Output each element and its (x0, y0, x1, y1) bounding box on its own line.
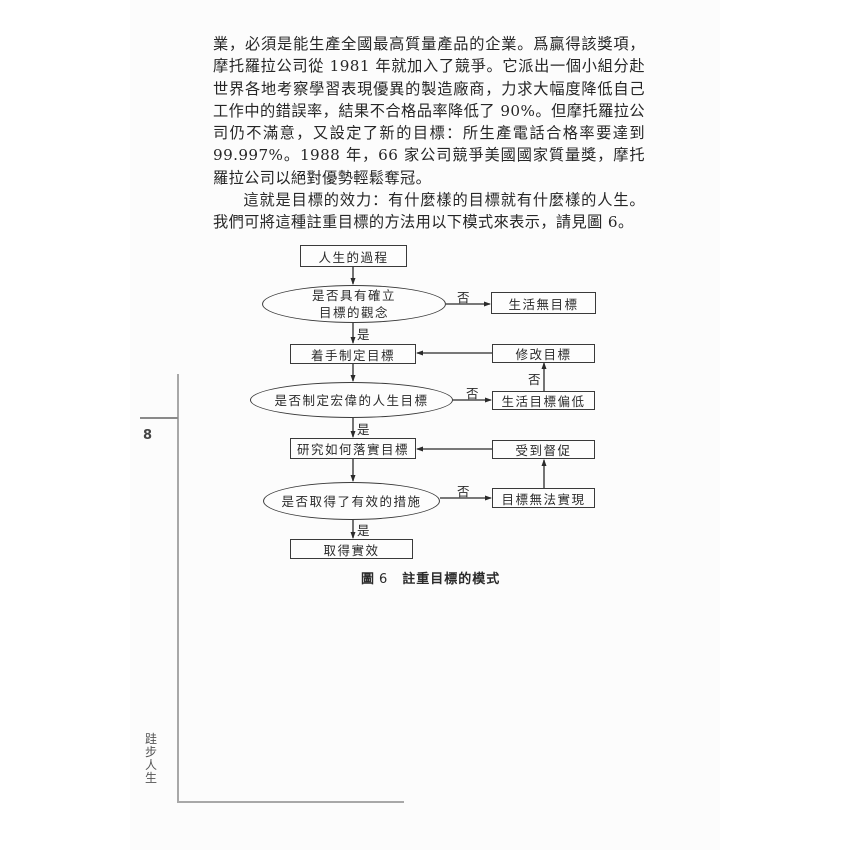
low-goal-label: 生活目標偏低 (501, 394, 586, 409)
decision-1-line-1: 是否具有確立 (311, 288, 396, 303)
decision-3-label: 是否取得了有效的措施 (281, 493, 422, 509)
decision-1-line-2: 目標的觀念 (318, 305, 389, 320)
revise-goal-label: 修改目標 (515, 347, 572, 362)
implement-goal-label: 研究如何落實目標 (296, 442, 409, 457)
paragraph-2: 這就是目標的效力：有什麼樣的目標就有什麼樣的人生。我們可將這種註重目標的方法用以… (213, 191, 645, 232)
urged-box: 受到督促 (492, 440, 595, 459)
set-goal-box: 着手制定目標 (290, 344, 416, 364)
set-goal-label: 着手制定目標 (310, 347, 395, 363)
no-goal-box: 生活無目標 (491, 292, 596, 314)
no-label-2: 否 (466, 386, 479, 401)
result-box: 取得實效 (290, 539, 413, 559)
result-label: 取得實效 (323, 542, 380, 558)
page-number: 8 (143, 428, 153, 443)
margin-bottom-rule (177, 801, 404, 803)
implement-goal-box: 研究如何落實目標 (290, 438, 416, 459)
flow-start-label: 人生的過程 (318, 249, 389, 265)
yes-label-2: 是 (357, 422, 370, 437)
yes-label-1: 是 (357, 327, 370, 342)
margin-vertical-rule (177, 374, 179, 803)
yes-label-3: 是 (357, 523, 370, 538)
flow-start-box: 人生的過程 (300, 245, 407, 267)
decision-3-ellipse: 是否取得了有效的措施 (263, 482, 440, 520)
book-page (130, 0, 720, 850)
decision-2-label: 是否制定宏偉的人生目標 (274, 392, 429, 408)
decision-1-ellipse: 是否具有確立 目標的觀念 (262, 285, 446, 323)
no-label-1: 否 (457, 290, 470, 305)
no-label-up-1: 否 (528, 372, 541, 387)
goal-unachieved-box: 目標無法實現 (492, 488, 595, 508)
urged-label: 受到督促 (515, 443, 572, 458)
paragraph-1: 業，必須是能生產全國最高質量產品的企業。爲贏得該獎項，摩托羅拉公司從 1981 … (213, 35, 645, 187)
running-title: 跬步人生 (144, 732, 157, 785)
body-text: 業，必須是能生產全國最高質量產品的企業。爲贏得該獎項，摩托羅拉公司從 1981 … (213, 33, 645, 234)
page-number-rule (140, 417, 178, 419)
revise-goal-box: 修改目標 (492, 344, 595, 363)
low-goal-box: 生活目標偏低 (492, 391, 595, 410)
no-label-3: 否 (457, 484, 470, 499)
figure-number: 6 (379, 572, 389, 587)
figure-prefix: 圖 (361, 572, 376, 587)
goal-unachieved-label: 目標無法實現 (501, 491, 586, 507)
figure-title: 註重目標的模式 (402, 572, 501, 587)
no-goal-label: 生活無目標 (508, 296, 579, 312)
decision-2-ellipse: 是否制定宏偉的人生目標 (250, 382, 453, 418)
